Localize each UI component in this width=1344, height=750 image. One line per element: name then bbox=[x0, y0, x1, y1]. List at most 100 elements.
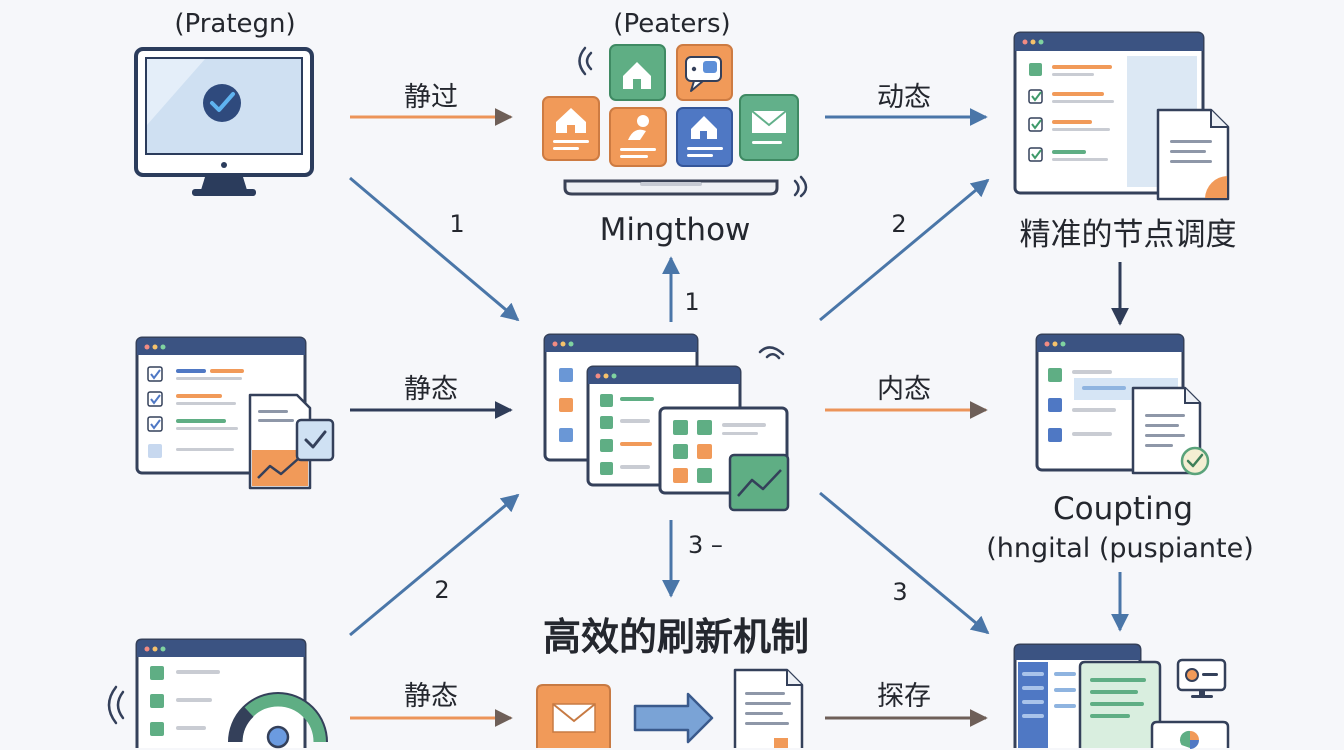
window-dot bbox=[152, 344, 158, 350]
list-marker bbox=[150, 694, 164, 708]
labels: (Prategn) (Peaters) 静过 动态 1 Mingthow 2 精… bbox=[174, 9, 1253, 712]
list-marker bbox=[600, 394, 613, 407]
text-line bbox=[176, 419, 226, 423]
arrow-diagonal-bottom-right bbox=[819, 491, 990, 635]
text-line bbox=[553, 140, 589, 143]
text-line bbox=[1170, 140, 1212, 143]
step-label-diagonal-top-left: 1 bbox=[449, 210, 464, 238]
text-line bbox=[752, 141, 782, 144]
checkbox bbox=[1028, 117, 1043, 132]
check-mark-icon bbox=[1186, 453, 1204, 468]
grid-cell bbox=[673, 444, 688, 459]
text-line bbox=[687, 154, 713, 157]
trend-line bbox=[257, 458, 299, 479]
laptop-base bbox=[563, 179, 779, 196]
panel-stripe bbox=[1022, 700, 1044, 704]
window-dot bbox=[552, 341, 558, 347]
text-line bbox=[687, 147, 723, 150]
text-line bbox=[1145, 434, 1185, 437]
text-line bbox=[176, 698, 212, 702]
envelope-flap bbox=[751, 110, 787, 127]
stacked-windows-icon bbox=[543, 333, 790, 512]
block-arrow-icon bbox=[633, 692, 714, 744]
window-header bbox=[588, 367, 740, 384]
home-icon bbox=[691, 116, 717, 139]
text-line bbox=[1145, 414, 1185, 417]
checkbox bbox=[147, 416, 163, 432]
text-line bbox=[620, 148, 656, 151]
document-fold bbox=[786, 670, 802, 686]
monitor-stand bbox=[201, 177, 247, 190]
check-mark-icon bbox=[150, 394, 161, 405]
orange-marker bbox=[774, 738, 788, 748]
top-right-caption: 精准的节点调度 bbox=[1020, 217, 1237, 253]
arrow-label-bottom-left: 静态 bbox=[404, 681, 458, 712]
list-marker bbox=[600, 462, 613, 475]
arrow-diagonal-bottom-left bbox=[349, 493, 520, 637]
text-line bbox=[1052, 150, 1086, 154]
text-line bbox=[176, 726, 206, 730]
pie-slice bbox=[1190, 731, 1199, 740]
text-line bbox=[258, 410, 288, 413]
text-line bbox=[1052, 158, 1108, 161]
list-marker bbox=[150, 666, 164, 680]
person-head bbox=[637, 115, 649, 127]
text-line bbox=[1145, 424, 1179, 427]
side-panel bbox=[1018, 662, 1048, 748]
text-line bbox=[1090, 690, 1138, 694]
envelope-icon bbox=[536, 684, 611, 748]
window-header bbox=[137, 338, 305, 355]
document-icon bbox=[1156, 108, 1230, 201]
list-marker bbox=[559, 398, 573, 412]
window-dot bbox=[144, 646, 150, 652]
envelope-flap bbox=[552, 703, 596, 723]
list-marker bbox=[600, 416, 613, 429]
check-mark-icon bbox=[150, 369, 161, 380]
pie-slice bbox=[1190, 740, 1199, 749]
chart-document-icon bbox=[248, 393, 312, 490]
tile-chat-orange bbox=[676, 44, 733, 101]
step-label-vertical-down: 3 – bbox=[688, 531, 723, 559]
window-dot bbox=[1060, 341, 1066, 347]
checkbox bbox=[147, 391, 163, 407]
window-header bbox=[137, 640, 305, 657]
task-list-window-icon bbox=[1013, 31, 1230, 201]
text-line bbox=[176, 377, 242, 380]
text-line bbox=[176, 427, 238, 430]
text-line bbox=[745, 692, 785, 695]
text-line bbox=[745, 712, 783, 715]
gauge-window-icon bbox=[107, 638, 328, 749]
text-line bbox=[1054, 672, 1076, 676]
check-circle-icon bbox=[1180, 446, 1210, 476]
checkbox bbox=[147, 366, 163, 382]
list-marker bbox=[150, 722, 164, 736]
monitor-power-dot bbox=[221, 162, 227, 168]
list-marker bbox=[1048, 428, 1062, 442]
text-line bbox=[176, 369, 206, 373]
text-line bbox=[176, 402, 236, 405]
tile-person-orange bbox=[609, 107, 667, 167]
step-label-diagonal-bottom-right: 3 bbox=[892, 578, 907, 606]
text-line bbox=[1090, 678, 1146, 682]
list-marker bbox=[559, 368, 573, 382]
panel-stripe bbox=[1022, 672, 1044, 676]
text-line bbox=[1072, 408, 1116, 412]
person-body bbox=[628, 129, 646, 140]
arrow-diagonal-top-left bbox=[349, 176, 520, 322]
document-page bbox=[1156, 108, 1230, 201]
grid-cell bbox=[697, 444, 712, 459]
window-dot bbox=[560, 341, 566, 347]
text-line bbox=[1052, 128, 1110, 131]
checkbox-filled bbox=[1029, 63, 1042, 76]
document-check-icon bbox=[1035, 333, 1210, 476]
step-label-vertical-up: 1 bbox=[684, 288, 699, 316]
coupting-title: Coupting bbox=[1053, 491, 1193, 527]
tile-home-orange bbox=[542, 96, 600, 161]
text-line bbox=[620, 397, 654, 401]
window-dot bbox=[144, 344, 150, 350]
check-mark-icon bbox=[1031, 149, 1042, 160]
arrows bbox=[349, 108, 1129, 727]
tile-home-green bbox=[609, 44, 666, 101]
